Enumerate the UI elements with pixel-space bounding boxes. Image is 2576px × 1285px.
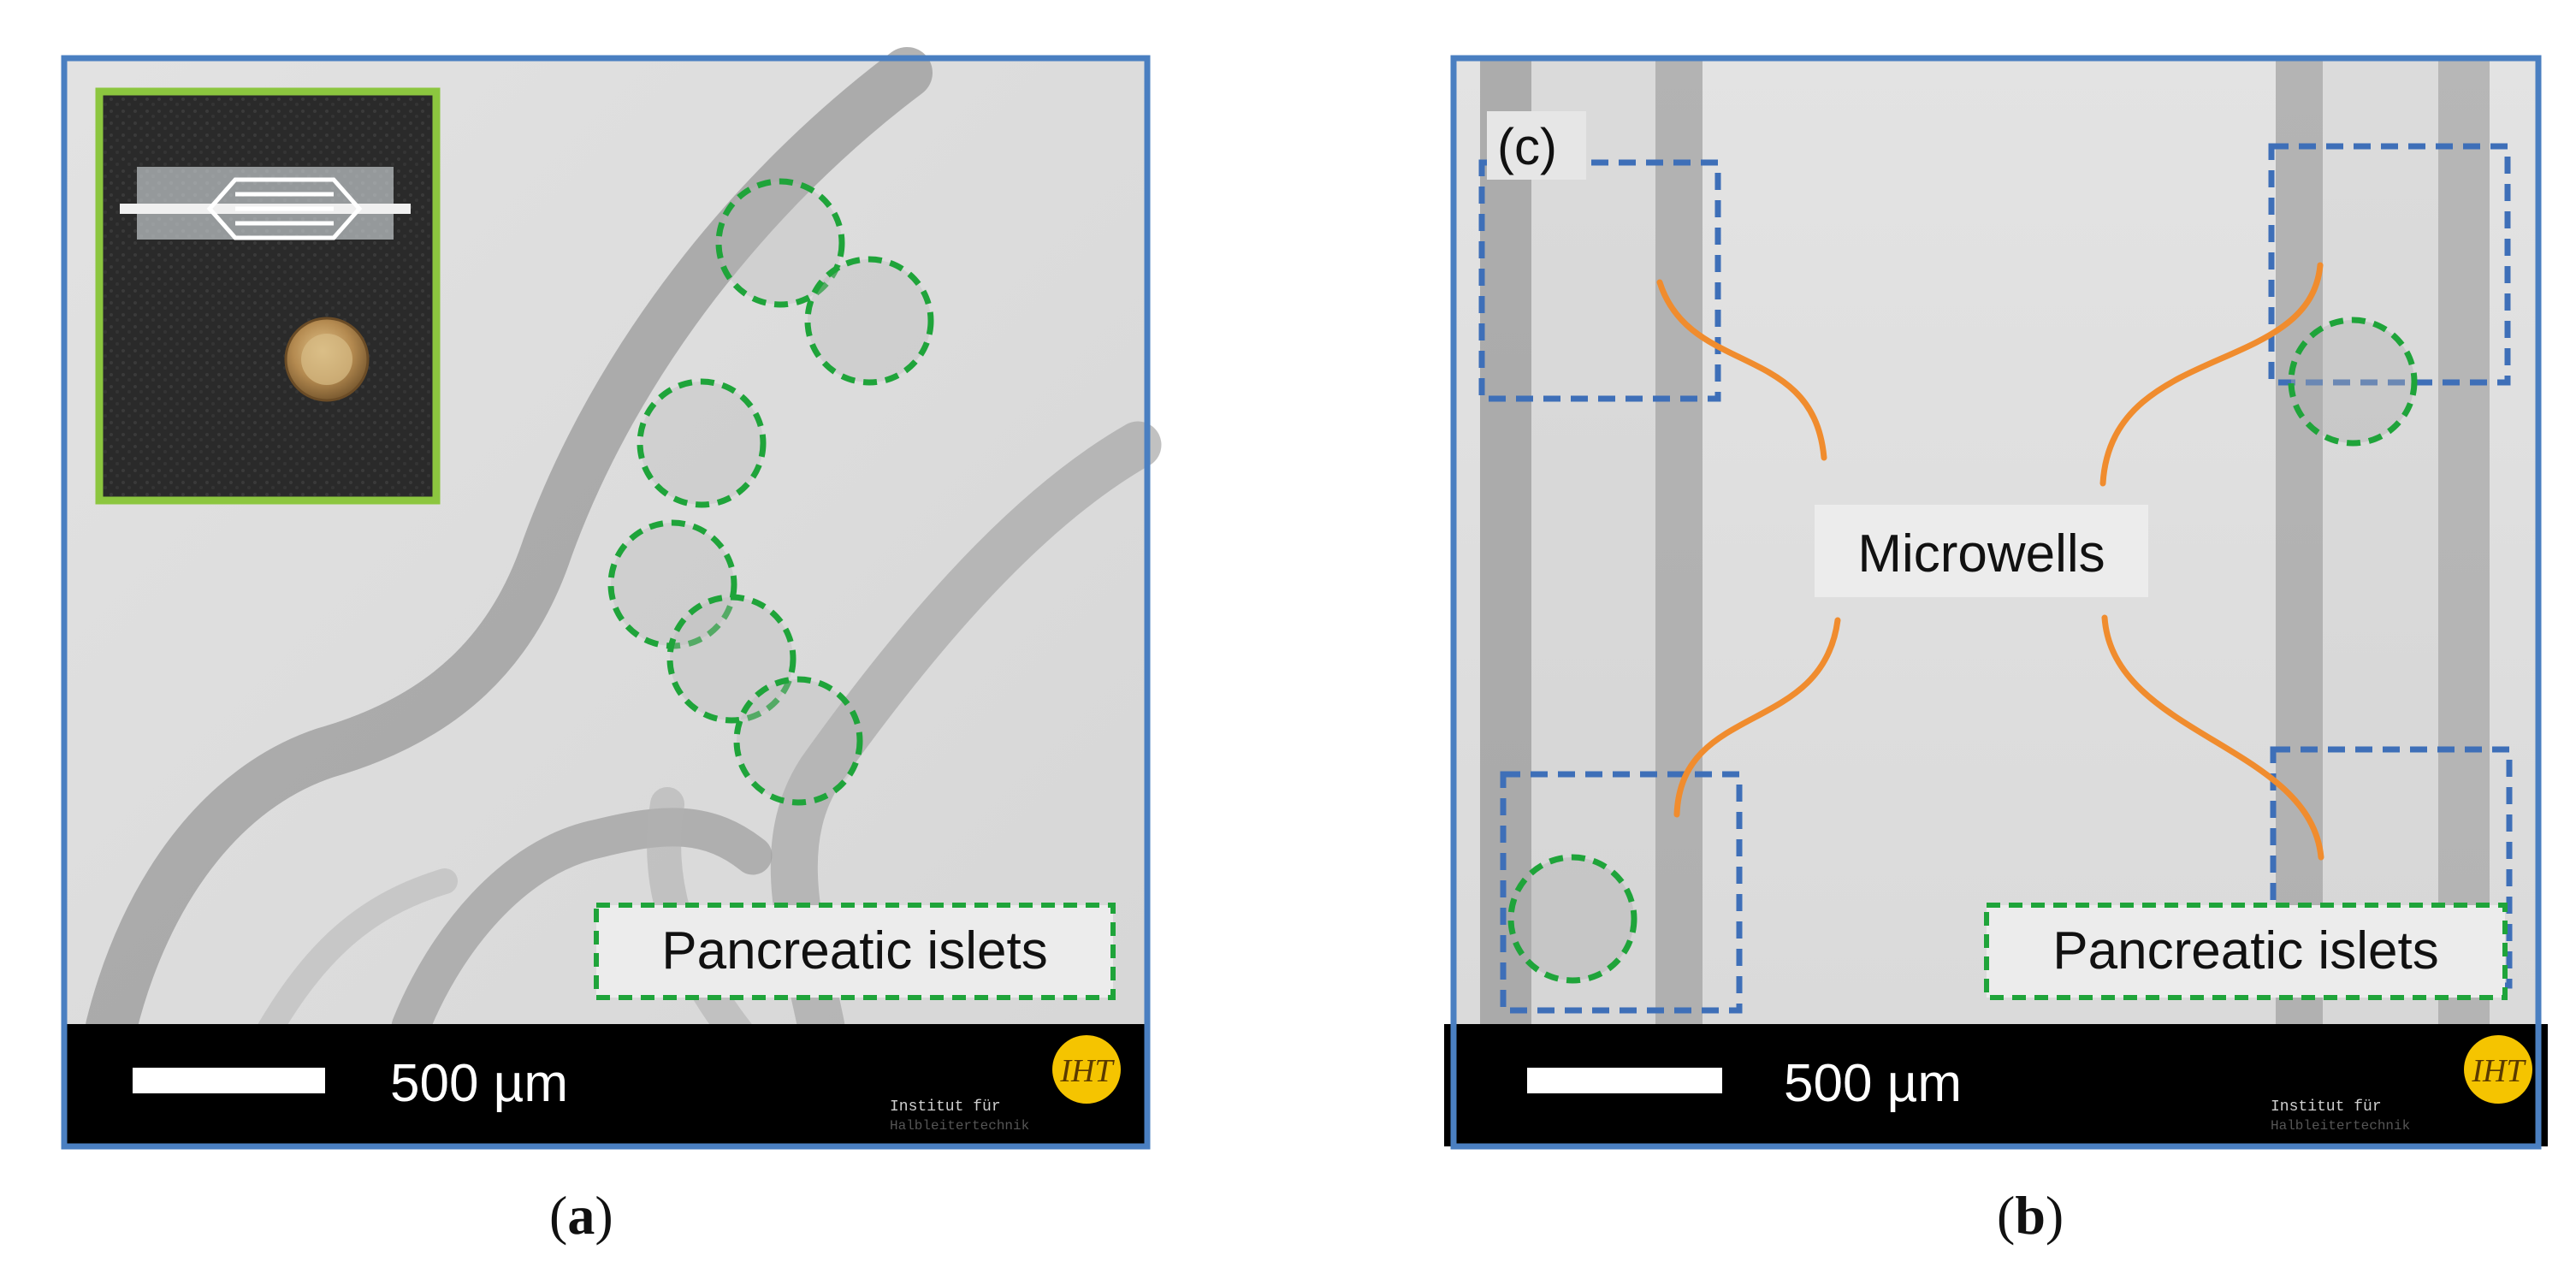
panel-b: Microwells (c) Pancreatic islets 500 µm … — [1444, 55, 2548, 1150]
microwell-box — [1478, 159, 1721, 402]
islet-markers — [607, 178, 934, 806]
svg-text:Institut für: Institut für — [890, 1098, 1001, 1116]
microwells-label-box — [1815, 505, 2148, 597]
svg-text:Halbleitertechnik: Halbleitertechnik — [2271, 1118, 2410, 1134]
panel-b-channels — [1480, 60, 2490, 1027]
caption-a-open: ( — [549, 1185, 568, 1246]
caption-b: (b) — [1997, 1184, 2064, 1247]
islet-circle — [733, 676, 863, 806]
scale-bar — [133, 1068, 325, 1093]
scale-label-b: 500 µm — [1784, 1054, 1962, 1113]
microwell-connectors — [1656, 262, 2324, 861]
panel-b-frame — [1450, 55, 2542, 1150]
panel-a: Pancreatic islets 500 µm IHT Institut fü… — [61, 47, 1162, 1150]
caption-b-close: ) — [2045, 1185, 2064, 1246]
microwell-box — [1500, 771, 1743, 1014]
caption-a: (a) — [549, 1184, 613, 1247]
inner-tag-box — [1487, 111, 1586, 180]
caption-b-letter: b — [2015, 1185, 2046, 1246]
microwell-box — [2268, 143, 2511, 386]
islet-circle — [804, 256, 934, 386]
caption-b-open: ( — [1997, 1185, 2016, 1246]
islet-markers-b — [1507, 317, 2418, 984]
islet-circle — [2288, 317, 2418, 447]
islets-label-box — [594, 903, 1116, 1000]
inner-tag: (c) — [1497, 118, 1557, 175]
islet-circle — [637, 378, 767, 508]
svg-text:Halbleitertechnik: Halbleitertechnik — [890, 1118, 1029, 1134]
microwell-boxes — [1478, 143, 2513, 1014]
svg-text:IHT: IHT — [2471, 1053, 2526, 1089]
iht-logo: IHT Institut für Halbleitertechnik — [890, 1035, 1121, 1134]
islets-label: Pancreatic islets — [661, 921, 1047, 980]
panel-a-frame — [61, 55, 1151, 1150]
scale-bar-b — [1527, 1068, 1722, 1093]
svg-text:IHT: IHT — [1059, 1053, 1115, 1089]
caption-a-close: ) — [595, 1185, 613, 1246]
islet-circle — [1507, 854, 1637, 984]
caption-a-letter: a — [567, 1185, 595, 1246]
islet-circle — [715, 178, 845, 308]
scale-label: 500 µm — [390, 1054, 568, 1113]
iht-logo-b: IHT Institut für Halbleitertechnik — [2271, 1035, 2532, 1134]
microwells-label: Microwells — [1857, 524, 2105, 583]
islets-label-b: Pancreatic islets — [2052, 921, 2438, 980]
svg-text:Institut für: Institut für — [2271, 1098, 2382, 1116]
chip-photo-inset — [95, 87, 441, 505]
islets-label-box-b — [1984, 903, 2508, 1000]
